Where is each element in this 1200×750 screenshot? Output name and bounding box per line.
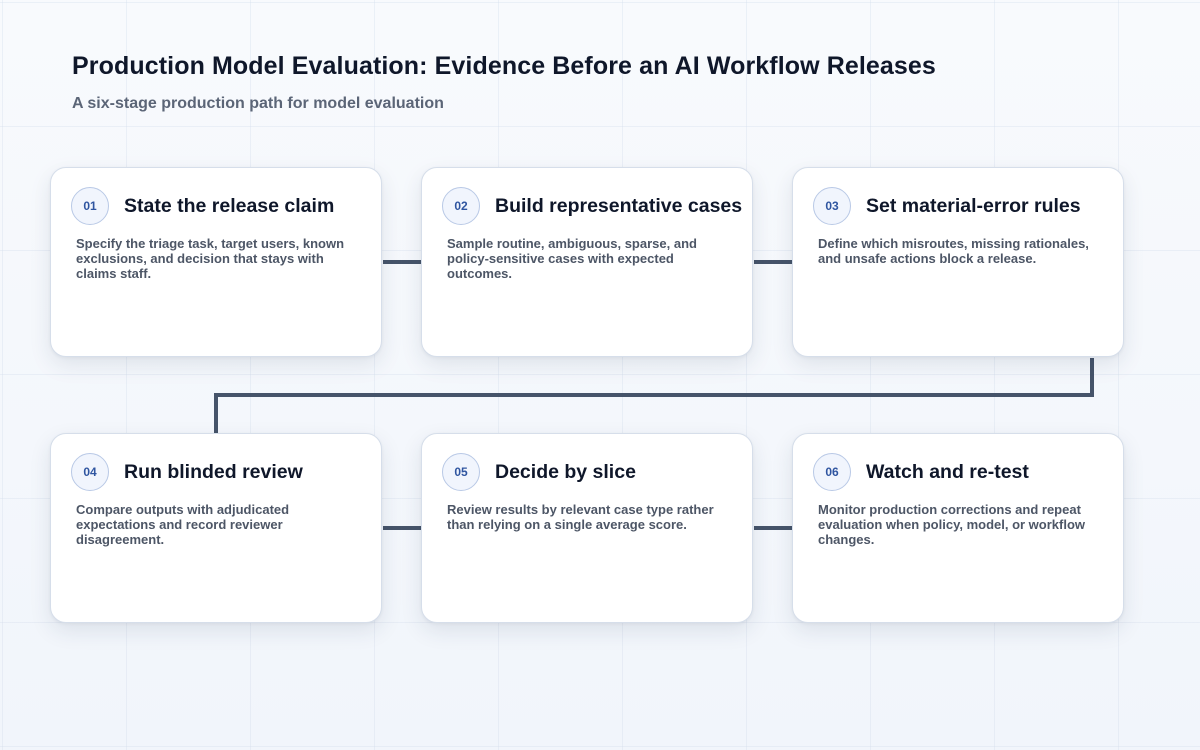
stage-card-02: 02 Build representative cases Sample rou… bbox=[421, 167, 753, 357]
stage-title: Build representative cases bbox=[495, 195, 743, 217]
stage-card-04: 04 Run blinded review Compare outputs wi… bbox=[50, 433, 382, 623]
page-title: Production Model Evaluation: Evidence Be… bbox=[72, 52, 936, 80]
stage-title: Set material-error rules bbox=[866, 195, 1081, 217]
stage-card-03: 03 Set material-error rules Define which… bbox=[792, 167, 1124, 357]
stage-description: Specify the triage task, target users, k… bbox=[76, 236, 345, 281]
stage-description: Sample routine, ambiguous, sparse, and p… bbox=[447, 236, 697, 281]
stage-card-01: 01 State the release claim Specify the t… bbox=[50, 167, 382, 357]
stage-number-badge: 02 bbox=[442, 187, 480, 225]
stage-card-06: 06 Watch and re-test Monitor production … bbox=[792, 433, 1124, 623]
stage-title: State the release claim bbox=[124, 195, 335, 217]
stage-number-badge: 06 bbox=[813, 453, 851, 491]
stage-number-badge: 03 bbox=[813, 187, 851, 225]
stage-number-badge: 05 bbox=[442, 453, 480, 491]
stage-description: Compare outputs with adjudicated expecta… bbox=[76, 502, 290, 547]
stage-number-badge: 04 bbox=[71, 453, 109, 491]
stage-description: Define which misroutes, missing rational… bbox=[818, 236, 1089, 266]
page-subtitle: A six-stage production path for model ev… bbox=[72, 95, 444, 112]
stage-title: Run blinded review bbox=[124, 461, 303, 483]
stage-title: Decide by slice bbox=[495, 461, 636, 483]
stage-description: Review results by relevant case type rat… bbox=[447, 502, 714, 532]
stage-card-05: 05 Decide by slice Review results by rel… bbox=[421, 433, 753, 623]
stage-description: Monitor production corrections and repea… bbox=[818, 502, 1086, 547]
stage-title: Watch and re-test bbox=[866, 461, 1029, 483]
stage-number-badge: 01 bbox=[71, 187, 109, 225]
